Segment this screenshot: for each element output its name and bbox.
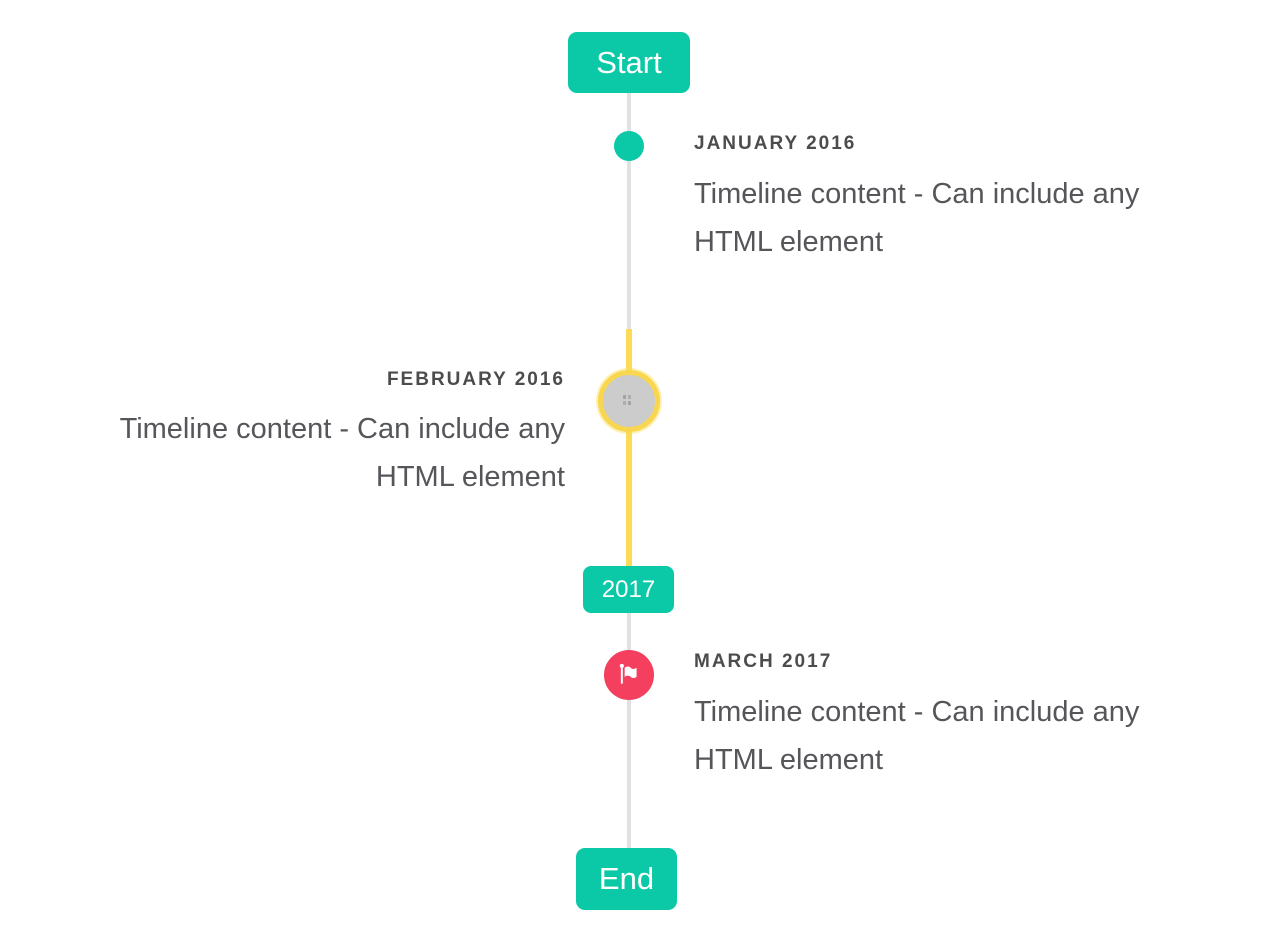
timeline-marker-dot-january bbox=[614, 131, 644, 161]
entry-content-march: Timeline content - Can include any HTML … bbox=[694, 696, 1140, 776]
timeline-line-highlight-segment bbox=[626, 329, 632, 566]
timeline-year-badge-2017: 2017 bbox=[583, 566, 674, 613]
timeline-marker-flag-march bbox=[604, 650, 654, 700]
entry-date-january: JANUARY 2016 bbox=[694, 133, 857, 154]
timeline-end-badge: End bbox=[576, 848, 677, 910]
entry-content-february: Timeline content - Can include any HTML … bbox=[119, 413, 565, 493]
flag-icon bbox=[616, 662, 642, 688]
broken-image-icon bbox=[620, 393, 638, 409]
timeline-start-badge: Start bbox=[568, 32, 690, 93]
entry-date-february: FEBRUARY 2016 bbox=[386, 369, 565, 390]
entry-date-march: MARCH 2017 bbox=[694, 651, 833, 672]
timeline-marker-image-february bbox=[598, 370, 660, 432]
entry-content-january: Timeline content - Can include any HTML … bbox=[694, 178, 1140, 258]
